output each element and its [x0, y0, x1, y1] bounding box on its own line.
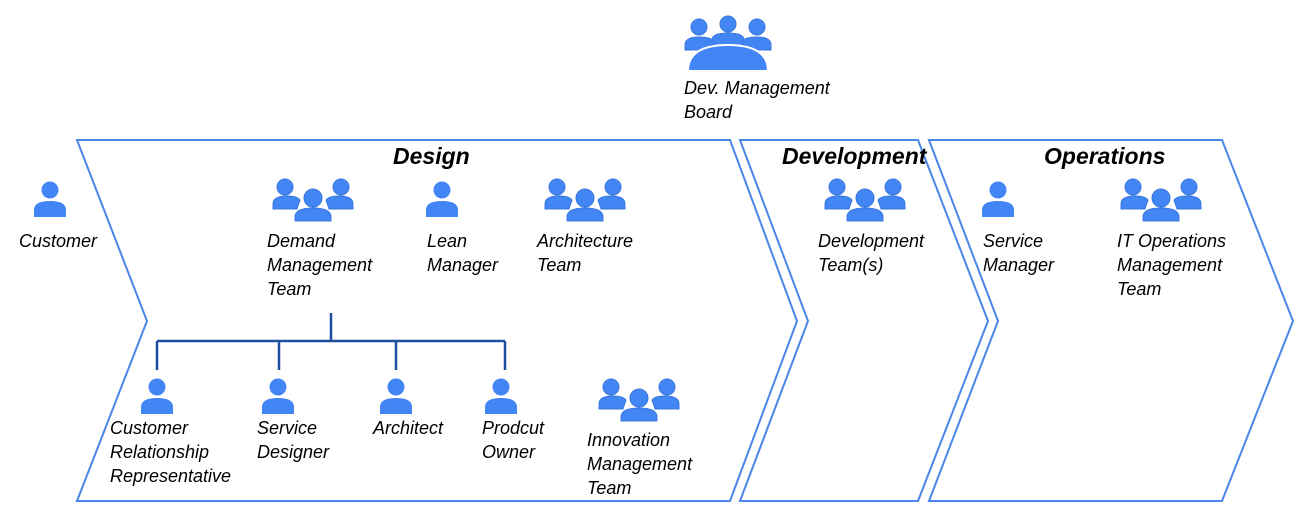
innovation-team-label: Innovation Management Team — [587, 430, 693, 498]
dev-teams-label: Development Team(s) — [818, 231, 925, 275]
customer-person-icon — [34, 181, 66, 217]
org-connectors — [155, 313, 507, 370]
architecture-team-label: Architecture Team — [537, 231, 634, 275]
phase-title-development: Development — [782, 143, 927, 169]
service-manager-label: Service Manager — [983, 231, 1055, 275]
meeting-table-group-icon — [684, 15, 772, 72]
board-label: Dev. Management Board — [684, 78, 830, 122]
customer-label: Customer — [19, 231, 98, 251]
architect-label: Architect — [373, 418, 444, 438]
it-ops-team-label: IT Operations Management Team — [1117, 231, 1227, 299]
crr-label: Customer Relationship Representative — [110, 418, 232, 486]
chevron-design — [75, 139, 799, 502]
product-owner-label: Prodcut Owner — [482, 418, 545, 462]
demand-team-label: Demand Management Team — [267, 231, 373, 299]
service-designer-label: Service Designer — [257, 418, 330, 462]
it-ops-team-group-icon — [1120, 178, 1202, 222]
phase-title-operations: Operations — [1044, 143, 1166, 169]
service-manager-person-icon — [982, 181, 1014, 217]
chevron-development — [738, 139, 990, 502]
phase-title-design: Design — [393, 143, 470, 169]
lean-manager-label: Lean Manager — [427, 231, 499, 275]
chevron-operations — [927, 139, 1295, 502]
